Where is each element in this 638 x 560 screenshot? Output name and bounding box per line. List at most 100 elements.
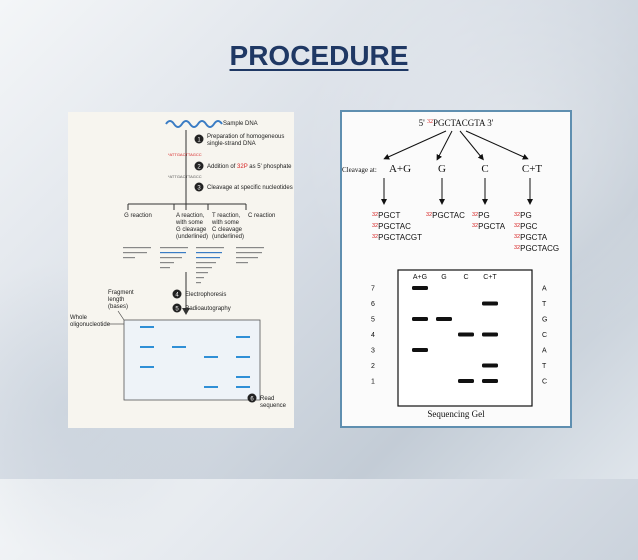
- top-sequence: 5' 32PGCTACGTA 3': [419, 118, 494, 128]
- gel-lane-4: C+T: [483, 274, 497, 281]
- svg-text:G cleavage: G cleavage: [176, 227, 207, 233]
- reaction-g: G: [438, 163, 446, 175]
- gel-base-4: C: [542, 332, 547, 339]
- left-gel-box: [123, 319, 261, 401]
- left-gel-bands: [140, 326, 250, 388]
- gel-band-row4-lane4: [482, 332, 498, 337]
- gel-base-2: T: [542, 301, 547, 308]
- product-ct-3: 32PGCTA: [514, 233, 548, 242]
- slide-title: PROCEDURE: [229, 40, 409, 71]
- left-gel-band-row4-lane4: [236, 356, 250, 358]
- left-gel-band-row5-lane2: [172, 346, 186, 348]
- svg-text:(bases): (bases): [108, 304, 128, 310]
- step-6-circle: [247, 393, 257, 403]
- sanger-procedure-figure: Sample DNA 1 Preparation of homogeneous …: [68, 112, 294, 428]
- product-ct-2: 32PGC: [514, 222, 538, 231]
- step-2-text: Addition of 32P as 5' phosphate: [207, 164, 292, 170]
- gel-row-3: 3: [371, 348, 375, 355]
- fragment-lists: [123, 247, 264, 284]
- gel-base-labels: A T G C A T C: [542, 286, 547, 386]
- gel-band-row4-lane3: [458, 332, 474, 337]
- gel-lane-2: G: [441, 274, 446, 281]
- sequence-mid: *ATTGACTTAGCC: [168, 174, 202, 179]
- step-4-circle: [172, 289, 182, 299]
- svg-text:with some: with some: [211, 220, 240, 226]
- gel-row-7: 7: [371, 286, 375, 293]
- gel-row-2: 2: [371, 363, 375, 370]
- reaction-c: C reaction: [248, 213, 275, 219]
- whole-label: Whole: [70, 315, 88, 321]
- reaction-ag: A+G: [389, 163, 411, 175]
- gel-base-7: C: [542, 379, 547, 386]
- gel-band-row6-lane4: [482, 301, 498, 306]
- product-ag-1: 32PGCT: [372, 211, 400, 220]
- step-1-text: Preparation of homogeneous: [207, 134, 284, 140]
- product-c-2: 32PGCTA: [472, 222, 506, 231]
- svg-text:(underlined): (underlined): [176, 234, 208, 240]
- step-3-text: Cleavage at specific nucleotides: [207, 185, 293, 191]
- step-1-number: 1: [197, 138, 201, 144]
- procedure-diagram: Sample DNA 1 Preparation of homogeneous …: [70, 120, 293, 409]
- gel-band-row2-lane4: [482, 363, 498, 368]
- gel-base-6: T: [542, 363, 547, 370]
- svg-text:sequence: sequence: [260, 403, 287, 409]
- gel-band-row1-lane4: [482, 379, 498, 383]
- svg-text:A reaction,: A reaction,: [176, 213, 205, 219]
- product-c-1: 32PG: [472, 211, 490, 220]
- gel-row-1: 1: [371, 379, 375, 386]
- product-g-1: 32PGCTAC: [426, 211, 465, 220]
- maxam-gilbert-figure: 5' 32PGCTACGTA 3' Cleavage at: A+G G C C…: [340, 110, 572, 428]
- svg-text:(underlined): (underlined): [212, 234, 244, 240]
- product-ct-1: 32PG: [514, 211, 532, 220]
- fragment-label: Fragment: [108, 290, 134, 296]
- svg-text:G reaction: G reaction: [124, 213, 152, 219]
- step-4-number: 4: [175, 293, 179, 299]
- sequencing-diagram: 5' 32PGCTACGTA 3' Cleavage at: A+G G C C…: [342, 118, 559, 419]
- step-2-number: 2: [197, 165, 201, 171]
- step-3-circle: [194, 182, 204, 192]
- left-gel-band-row1-lane4: [236, 386, 250, 388]
- svg-text:with some: with some: [175, 220, 204, 226]
- sample-dna-label: Sample DNA: [223, 121, 258, 127]
- step-1-text-2: single-strand DNA: [207, 141, 256, 147]
- gel-bands: [412, 286, 498, 383]
- svg-text:C reaction: C reaction: [248, 213, 275, 219]
- gel-band-row7-lane1: [412, 286, 428, 290]
- left-gel-band-row5-lane1: [140, 346, 154, 348]
- step-2-circle: [194, 161, 204, 171]
- cleavage-products: 32PGCT 32PGCTAC 32PGCTACGT 32PGCTAC 32PG 32PG…: [372, 211, 559, 253]
- step-3-number: 3: [197, 186, 201, 192]
- step-5-circle: [172, 303, 182, 313]
- gel-band-row3-lane1: [412, 348, 428, 352]
- gel-row-5: 5: [371, 317, 375, 324]
- left-gel-band-row6-lane4: [236, 336, 250, 338]
- product-ag-2: 32PGCTAC: [372, 222, 411, 231]
- step-5-number: 5: [175, 307, 179, 313]
- svg-text:C cleavage: C cleavage: [212, 227, 243, 233]
- reaction-g: G reaction: [124, 213, 152, 219]
- gel-band-row1-lane3: [458, 379, 474, 383]
- gel-caption: Sequencing Gel: [427, 409, 485, 419]
- sequencing-gel-box: [397, 269, 533, 407]
- gel-base-5: A: [542, 348, 547, 355]
- gel-row-4: 4: [371, 332, 375, 339]
- reaction-ct: C+T: [522, 163, 543, 175]
- cleavage-label: Cleavage at:: [342, 166, 377, 174]
- step-6-text: Read: [260, 396, 274, 402]
- gel-base-3: G: [542, 317, 547, 324]
- gel-base-1: A: [542, 286, 547, 293]
- reaction-t: T reaction, with some C cleavage (underl…: [211, 213, 244, 240]
- gel-lane-3: C: [463, 274, 468, 281]
- gel-band-row5-lane1: [412, 317, 428, 321]
- left-gel-band-row1-lane3: [204, 386, 218, 388]
- svg-text:length: length: [108, 297, 124, 303]
- product-ag-3: 32PGCTACGT: [372, 233, 422, 242]
- svg-text:oligonucleotide: oligonucleotide: [70, 322, 111, 328]
- step-6-number: 6: [250, 397, 254, 403]
- dna-strand-icon: [165, 120, 223, 128]
- left-gel-band-row3-lane1: [140, 366, 154, 368]
- step-4-text: Electrophoresis: [185, 292, 226, 298]
- step-1-circle: [194, 134, 204, 144]
- gel-lane-1: A+G: [413, 274, 427, 281]
